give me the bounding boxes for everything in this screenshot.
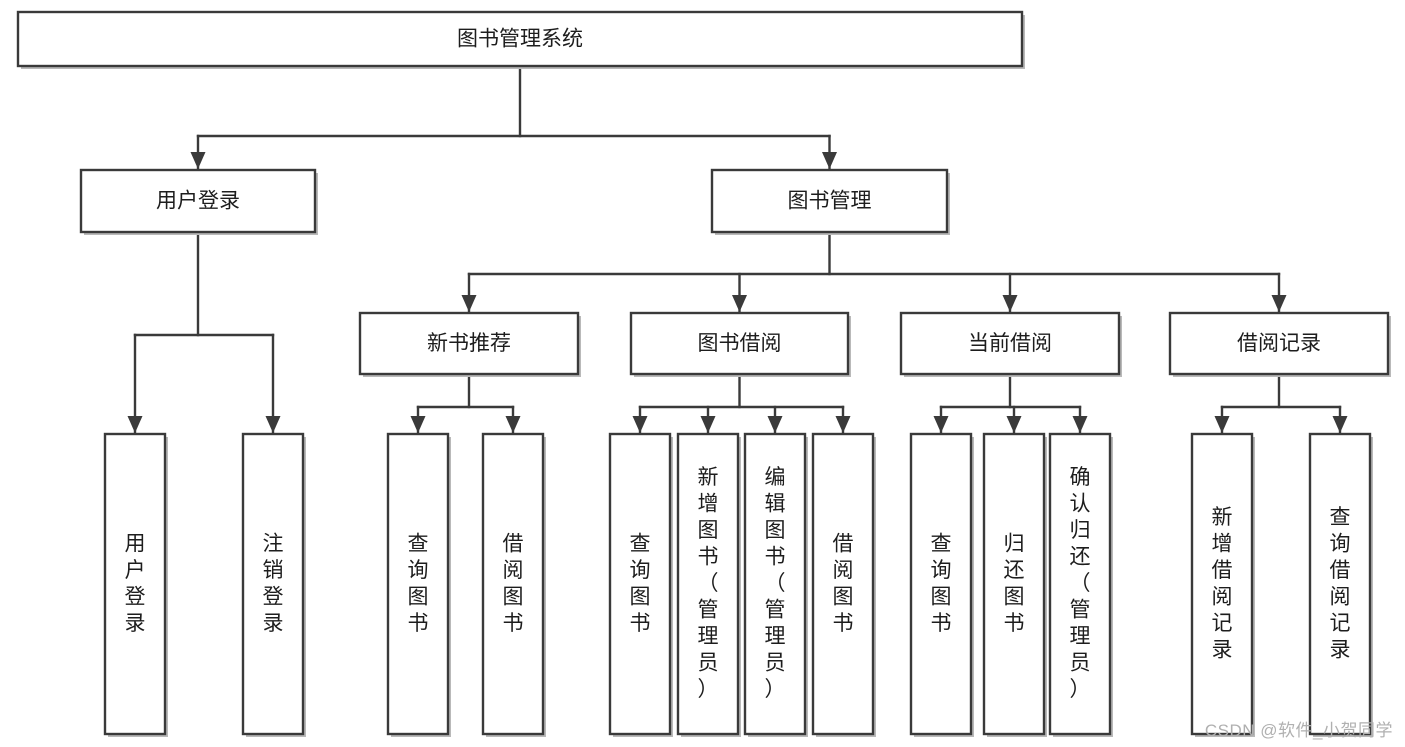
node-box[interactable] [909,432,973,736]
node-user-logout[interactable]: 注销登录 [241,432,306,737]
nodes-layer: 图书管理系统用户登录图书管理新书推荐图书借阅当前借阅借阅记录用户登录注销登录查询… [16,10,1391,737]
node-label: 用户登录 [125,532,146,635]
node-label: 用户登录 [156,190,240,213]
node-box[interactable] [710,168,949,234]
node-borrow-book-2[interactable]: 借阅图书 [811,432,876,737]
node-label: 图书管理系统 [457,28,583,51]
node-add-book-admin[interactable]: 新增图书（管理员） [676,432,741,737]
node-box[interactable] [811,432,875,736]
node-box[interactable] [899,311,1121,376]
edge-arrowhead [1006,416,1022,433]
node-user-login[interactable]: 用户登录 [79,168,318,235]
node-label: 借阅图书 [833,532,854,635]
node-confirm-return-admin[interactable]: 确认归还（管理员） [1048,432,1113,737]
node-add-borrow-record[interactable]: 新增借阅记录 [1190,432,1255,737]
edge-arrowhead [1214,416,1230,433]
node-label: 查询借阅记录 [1330,506,1351,662]
node-new-book-recommend[interactable]: 新书推荐 [358,311,581,377]
node-label: 注销登录 [263,532,284,635]
node-label: 编辑图书（管理员） [765,466,786,701]
node-edit-book-admin[interactable]: 编辑图书（管理员） [743,432,808,737]
edge-arrowhead [1072,416,1088,433]
node-label: 查询图书 [931,532,952,635]
node-return-book[interactable]: 归还图书 [982,432,1047,737]
node-box[interactable] [241,432,305,736]
node-box[interactable] [982,432,1046,736]
edge-arrowhead [1002,295,1018,312]
node-box[interactable] [358,311,580,376]
edge-arrowhead [700,416,716,433]
node-box[interactable] [1048,432,1112,736]
edge-arrowhead [632,416,648,433]
edge-arrowhead [1332,416,1348,433]
node-label: 图书借阅 [698,332,782,355]
node-label: 借阅记录 [1237,332,1321,355]
node-label: 确认归还（管理员） [1070,466,1091,701]
edge-arrowhead [732,295,747,312]
node-label: 借阅图书 [503,532,524,635]
node-query-book-2[interactable]: 查询图书 [608,432,673,737]
edge-arrowhead [933,416,949,433]
node-box[interactable] [743,432,807,736]
node-user-login-do[interactable]: 用户登录 [103,432,168,737]
node-box[interactable] [16,10,1024,68]
edge-arrowhead [505,416,521,433]
node-label: 查询图书 [408,532,429,635]
node-label: 新增图书（管理员） [698,466,719,701]
node-box[interactable] [386,432,450,736]
node-borrow-record[interactable]: 借阅记录 [1168,311,1391,377]
edge-arrowhead [127,416,143,433]
node-borrow-book-1[interactable]: 借阅图书 [481,432,546,737]
node-root[interactable]: 图书管理系统 [16,10,1025,69]
node-label: 图书管理 [788,190,872,213]
node-label: 新书推荐 [427,332,511,355]
node-box[interactable] [608,432,672,736]
node-current-borrow[interactable]: 当前借阅 [899,311,1122,377]
node-label: 当前借阅 [968,332,1052,355]
node-box[interactable] [1308,432,1372,736]
edges-layer [127,64,1348,434]
edge-arrowhead [461,295,477,312]
edge-arrowhead [822,152,837,169]
node-box[interactable] [676,432,740,736]
node-box[interactable] [103,432,167,736]
edge-arrowhead [265,416,281,433]
node-query-book-3[interactable]: 查询图书 [909,432,974,737]
edge-arrowhead [767,416,783,433]
node-box[interactable] [79,168,317,234]
node-label: 归还图书 [1004,532,1025,635]
edge-arrowhead [410,416,426,433]
node-box[interactable] [1168,311,1390,376]
node-label: 新增借阅记录 [1212,506,1233,662]
edge-arrowhead [190,152,206,169]
node-label: 查询图书 [630,532,651,635]
node-query-book-1[interactable]: 查询图书 [386,432,451,737]
node-query-borrow-record[interactable]: 查询借阅记录 [1308,432,1373,737]
edge-arrowhead [835,416,851,433]
node-book-manage[interactable]: 图书管理 [710,168,950,235]
node-box[interactable] [1190,432,1254,736]
edge-arrowhead [1271,295,1287,312]
node-box[interactable] [629,311,850,376]
node-box[interactable] [481,432,545,736]
node-book-borrow[interactable]: 图书借阅 [629,311,851,377]
